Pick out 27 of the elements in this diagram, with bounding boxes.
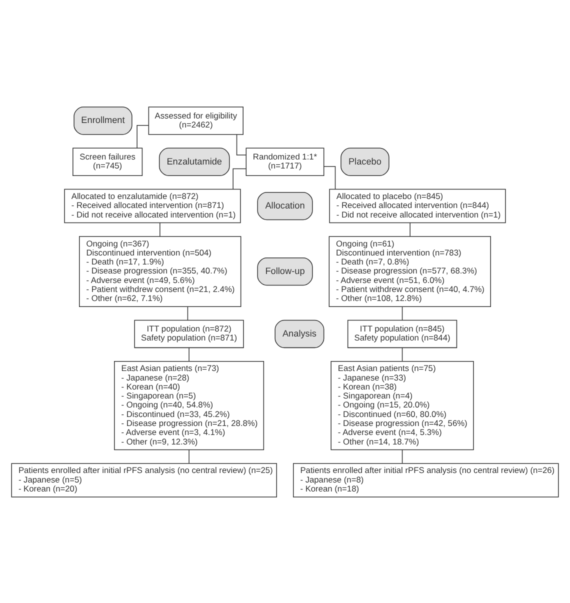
connector xyxy=(236,134,246,155)
node-box: Enrollment xyxy=(74,106,132,134)
node-box: Patients enrolled after initial rPFS analysis (no central review) (n=26) - Japanese (n=8) - Korean (n=18) xyxy=(293,462,559,497)
node-box: Ongoing (n=61) Discontinued intervention (n=783) - Death (n=7, 0.8%) - Disease progression (n=577, 68.3%) - Adverse event (n=51, 6.0%) - Patient withdrew consent (n=40, 4.7%) - Other (n=108, 12.8%) xyxy=(328,236,491,306)
node-box: Follow-up xyxy=(257,256,313,286)
node-box: East Asian patients (n=75) - Japanese (n=33) - Korean (n=38) - Singaporean (n=4) - Ongoing (n=15, 20.0%) - Discontinued (n=60, 80.0%) - Disease progression (n=42, 56%) - Adverse event (n=4, 5.3%) - Other (n=14, 18.7%) xyxy=(330,360,474,450)
node-box: Ongoing (n=367) Discontinued intervention (n=504) - Death (n=17, 1.9%) - Disease progression (n=355, 40.7%) - Adverse event (n=49, 5.6%) - Patient withdrew consent (n=21, 2.4%) - Other (n=62, 7.1%) xyxy=(79,236,242,306)
connector xyxy=(402,346,403,362)
connector xyxy=(232,168,246,189)
node-box: Assessed for eligibility (n=2462) xyxy=(148,106,244,134)
connector xyxy=(402,448,403,464)
node-box: Enzalutamide xyxy=(158,147,230,176)
node-box: Allocated to enzalutamide (n=872) - Received allocated intervention (n=871) - Did not receive allocated intervention (n=1) xyxy=(64,188,241,223)
node-box: Screen failures (n=745) xyxy=(72,147,143,176)
node-box: East Asian patients (n=73) - Japanese (n=28) - Korean (n=40) - Singaporean (n=5) - Ongoing (n=40, 54.8%) - Discontinued (n=33, 45.2%) - Disease progression (n=21, 28.8%) - Adverse event (n=3, 4.1%) - Other (n=9, 12.3%) xyxy=(114,360,264,450)
node-box: Allocated to placebo (n=845) - Received allocated intervention (n=844) - Did not receive allocated intervention (n=1) xyxy=(329,188,506,223)
node-box: Analysis xyxy=(274,319,324,348)
node-box: Randomized 1:1* (n=1717) xyxy=(246,147,324,176)
connector xyxy=(402,306,403,320)
node-box: ITT population (n=845) Safety population (n=844) xyxy=(347,319,458,348)
connector xyxy=(188,448,190,464)
connector xyxy=(188,346,190,362)
node-box: ITT population (n=872) Safety population (n=871) xyxy=(134,319,244,348)
node-box: Placebo xyxy=(340,147,390,176)
node-box: Allocation xyxy=(257,191,313,220)
node-box: Patients enrolled after initial rPFS analysis (no central review) (n=25) - Japanese (n=5) - Korean (n=20) xyxy=(11,462,277,497)
connector xyxy=(187,306,188,320)
